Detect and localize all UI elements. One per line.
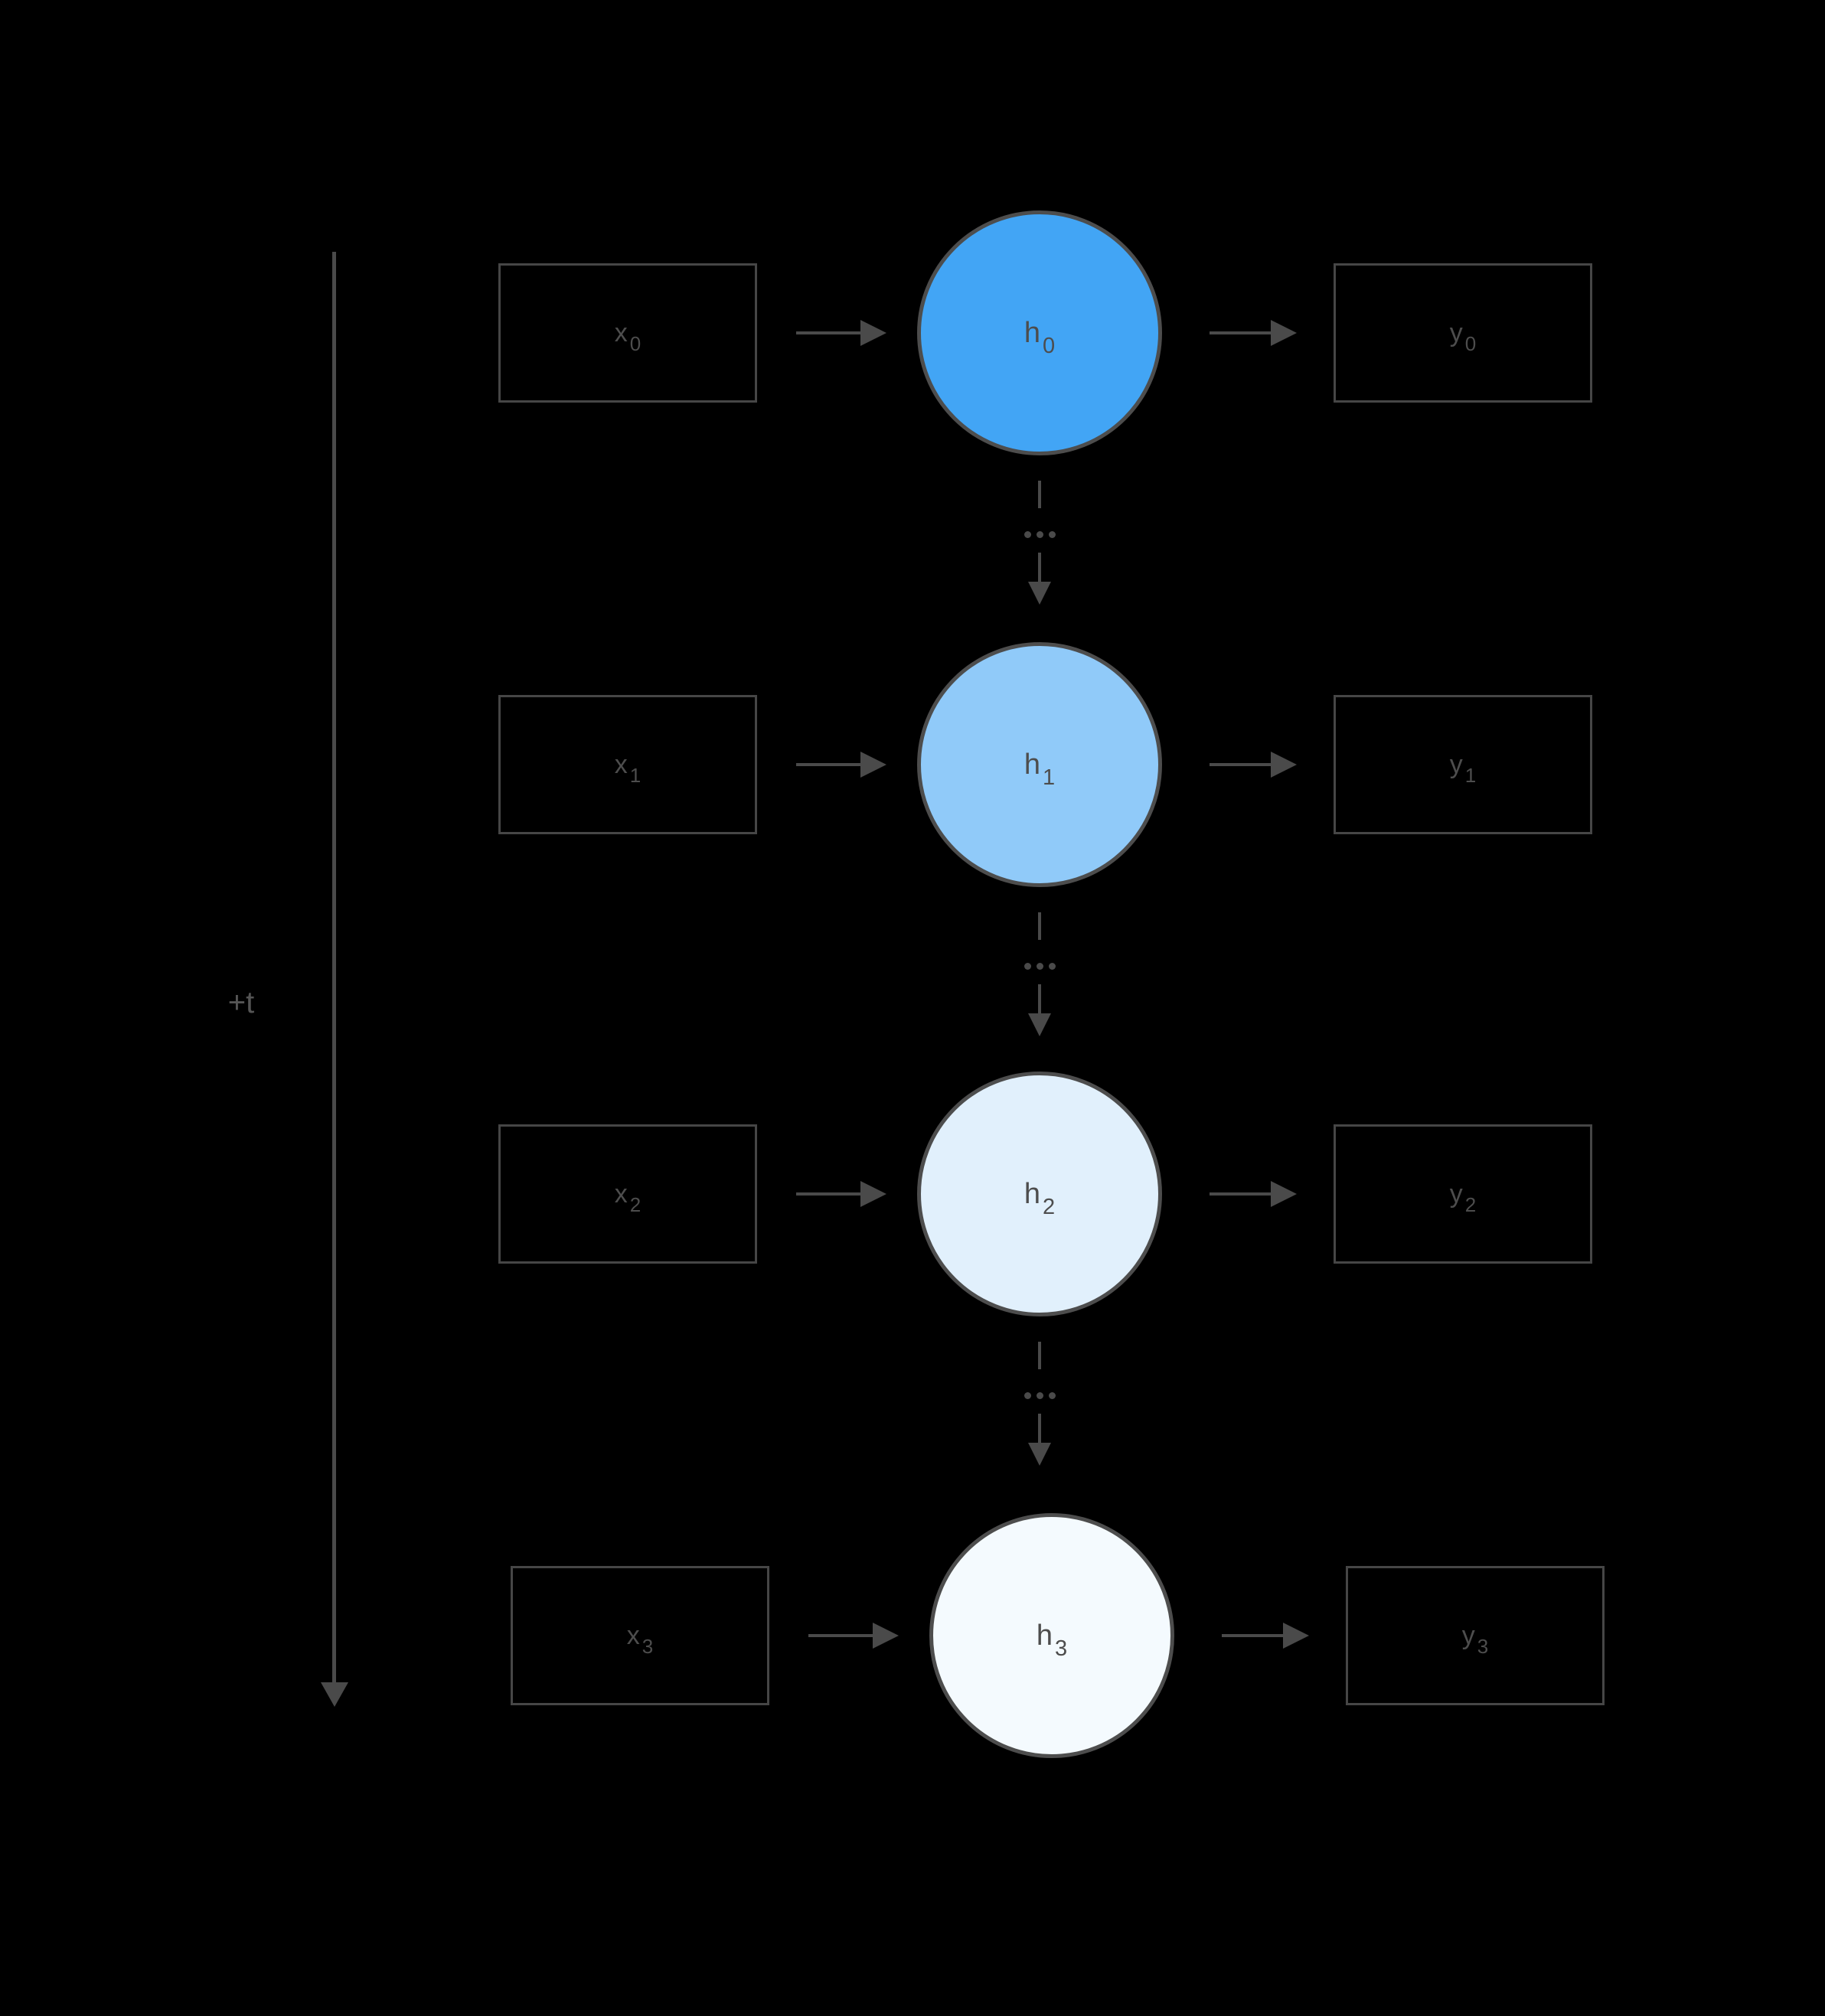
ellipsis-dot-icon bbox=[1037, 1392, 1043, 1399]
time-axis-label: +t bbox=[227, 986, 255, 1019]
arrow-line bbox=[808, 1634, 873, 1637]
right-arrow-icon bbox=[873, 1623, 899, 1649]
right-arrow-icon bbox=[860, 1181, 886, 1207]
ellipsis-dot-icon bbox=[1037, 531, 1043, 538]
right-arrow-icon bbox=[1283, 1623, 1309, 1649]
ellipsis-dot-icon bbox=[1049, 963, 1056, 970]
right-arrow-icon bbox=[1271, 320, 1297, 346]
arrow-line bbox=[796, 763, 860, 766]
right-arrow-icon bbox=[860, 320, 886, 346]
right-arrow-icon bbox=[860, 752, 886, 778]
down-arrow-icon bbox=[1028, 1443, 1051, 1466]
connector-segment bbox=[1038, 481, 1041, 508]
arrow-line bbox=[1210, 331, 1271, 334]
connector-segment bbox=[1038, 984, 1041, 1015]
connector-segment bbox=[1038, 1342, 1041, 1369]
ellipsis-dot-icon bbox=[1037, 963, 1043, 970]
ellipsis-dot-icon bbox=[1024, 963, 1031, 970]
ellipsis-dot-icon bbox=[1024, 531, 1031, 538]
down-arrow-icon bbox=[1028, 582, 1051, 605]
ellipsis-dot-icon bbox=[1049, 531, 1056, 538]
connector-segment bbox=[1038, 553, 1041, 583]
arrow-line bbox=[1222, 1634, 1283, 1637]
connector-segment bbox=[1038, 912, 1041, 940]
ellipsis-dot-icon bbox=[1049, 1392, 1056, 1399]
connector-segment bbox=[1038, 1414, 1041, 1444]
right-arrow-icon bbox=[1271, 752, 1297, 778]
time-axis-arrowhead-icon bbox=[321, 1682, 348, 1707]
down-arrow-icon bbox=[1028, 1013, 1051, 1036]
time-axis-line bbox=[332, 252, 336, 1684]
arrow-line bbox=[796, 1192, 860, 1196]
arrow-line bbox=[1210, 763, 1271, 766]
ellipsis-dot-icon bbox=[1024, 1392, 1031, 1399]
right-arrow-icon bbox=[1271, 1181, 1297, 1207]
arrow-line bbox=[1210, 1192, 1271, 1196]
arrow-line bbox=[796, 331, 860, 334]
